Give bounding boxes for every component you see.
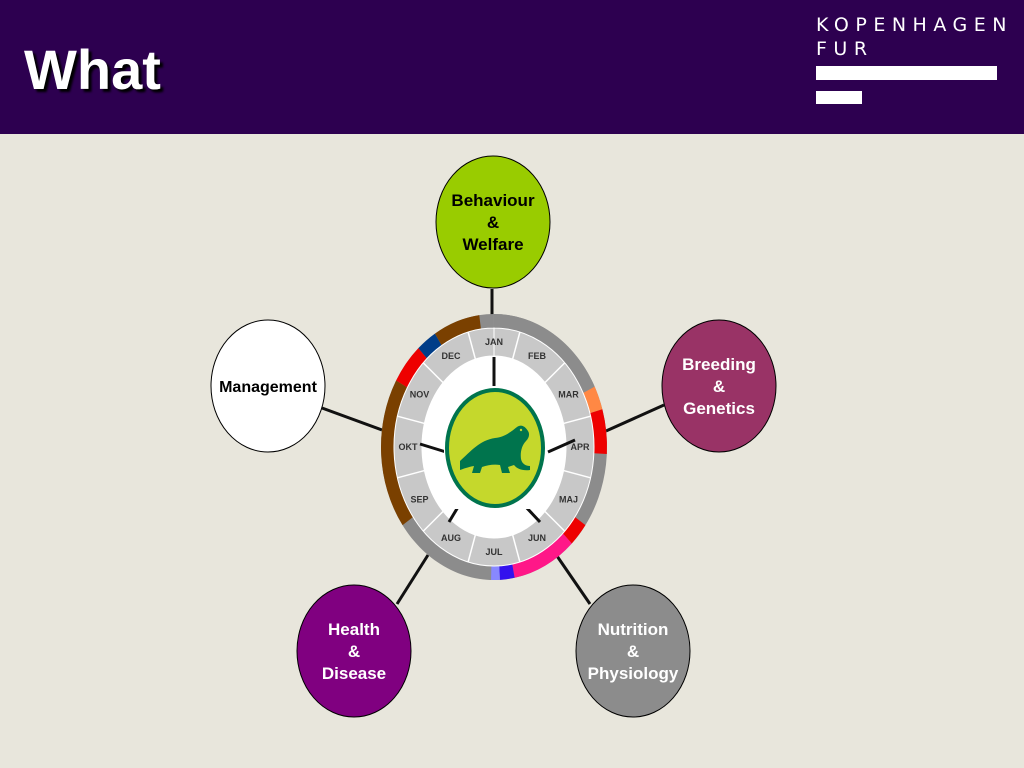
node-breeding-genetics-label-line2: &: [713, 377, 725, 396]
month-label-mar: MAR: [558, 390, 579, 400]
month-label-aug: AUG: [441, 533, 461, 543]
season-band-8: [396, 348, 428, 388]
month-divider-7: [467, 534, 477, 563]
node-behaviour-welfare: Behaviour & Welfare: [435, 155, 551, 289]
month-label-jul: JUL: [485, 547, 503, 557]
season-band-3: [562, 516, 586, 544]
breeding-genetics-connector: [605, 403, 665, 433]
logo-text-line2: FUR: [816, 38, 874, 60]
node-health-disease: Health & Disease: [296, 584, 412, 718]
node-nutrition-physiology-label-line2: &: [627, 642, 639, 661]
month-divider-0: [467, 331, 477, 360]
node-nutrition-physiology-circle: [575, 584, 691, 718]
node-behaviour-welfare-label-line3: Welfare: [462, 235, 523, 254]
node-management: Management: [210, 319, 326, 453]
node-health-disease-label-line3: Disease: [322, 664, 386, 683]
node-behaviour-welfare-label-line2: &: [487, 213, 499, 232]
season-band-10: [434, 315, 481, 346]
node-breeding-genetics-circle: [661, 319, 777, 453]
season-band-4: [512, 533, 572, 578]
node-behaviour-welfare-label-line1: Behaviour: [451, 191, 535, 210]
node-health-disease-label-line1: Health: [328, 620, 380, 639]
month-label-feb: FEB: [528, 351, 547, 361]
season-band-6: [491, 565, 500, 580]
nutrition-physiology-connector: [555, 555, 592, 605]
node-behaviour-welfare-circle: [435, 155, 551, 289]
mink-eye: [519, 428, 523, 432]
month-label-okt: OKT: [399, 442, 419, 452]
month-label-jun: JUN: [528, 533, 546, 543]
month-divider-4: [563, 469, 591, 479]
month-divider-3: [563, 415, 591, 425]
node-health-disease-label-line2: &: [348, 642, 360, 661]
month-divider-11: [422, 362, 444, 384]
month-divider-1: [511, 331, 521, 360]
node-breeding-genetics-label-line1: Breeding: [682, 355, 756, 374]
logo-bar-long: [816, 66, 997, 80]
month-label-jan: JAN: [485, 337, 503, 347]
header-bar: What KOPENHAGEN FUR: [0, 0, 1024, 134]
month-divider-6: [511, 534, 521, 563]
month-divider-8: [422, 510, 444, 532]
management-spoke: [419, 442, 447, 454]
health-disease-connector: [395, 554, 430, 605]
node-breeding-genetics-label-line3: Genetics: [683, 399, 755, 418]
breeding-genetics-spoke: [547, 438, 576, 454]
month-divider-9: [397, 469, 425, 479]
month-label-dec: DEC: [441, 351, 461, 361]
month-divider-10: [397, 415, 425, 425]
season-band-0: [494, 314, 595, 393]
logo-bar-short: [816, 91, 862, 104]
season-band-5: [499, 564, 515, 580]
management-connector: [321, 406, 383, 432]
node-nutrition-physiology-label-line3: Physiology: [588, 664, 679, 683]
mink-body: [460, 425, 530, 473]
month-label-sep: SEP: [411, 495, 429, 505]
node-health-disease-circle: [296, 584, 412, 718]
node-nutrition-physiology: Nutrition & Physiology: [575, 584, 691, 718]
month-label-apr: APR: [570, 442, 590, 452]
month-divider-5: [544, 510, 566, 532]
season-band-9: [418, 333, 442, 359]
node-management-label-line1: Management: [219, 379, 317, 396]
health-disease-spoke: [447, 506, 460, 523]
node-breeding-genetics: Breeding & Genetics: [661, 319, 777, 453]
node-nutrition-physiology-label-line1: Nutrition: [598, 620, 669, 639]
month-divider-2: [544, 362, 566, 384]
season-band-7: [380, 380, 414, 526]
month-label-nov: NOV: [410, 390, 430, 400]
month-label-maj: MAJ: [559, 495, 578, 505]
node-management-circle: [210, 319, 326, 453]
logo-text-line1: KOPENHAGEN: [816, 14, 1013, 36]
mink-silhouette-icon: [460, 425, 530, 473]
season-band-1: [583, 386, 603, 414]
page-title: What: [24, 38, 161, 101]
